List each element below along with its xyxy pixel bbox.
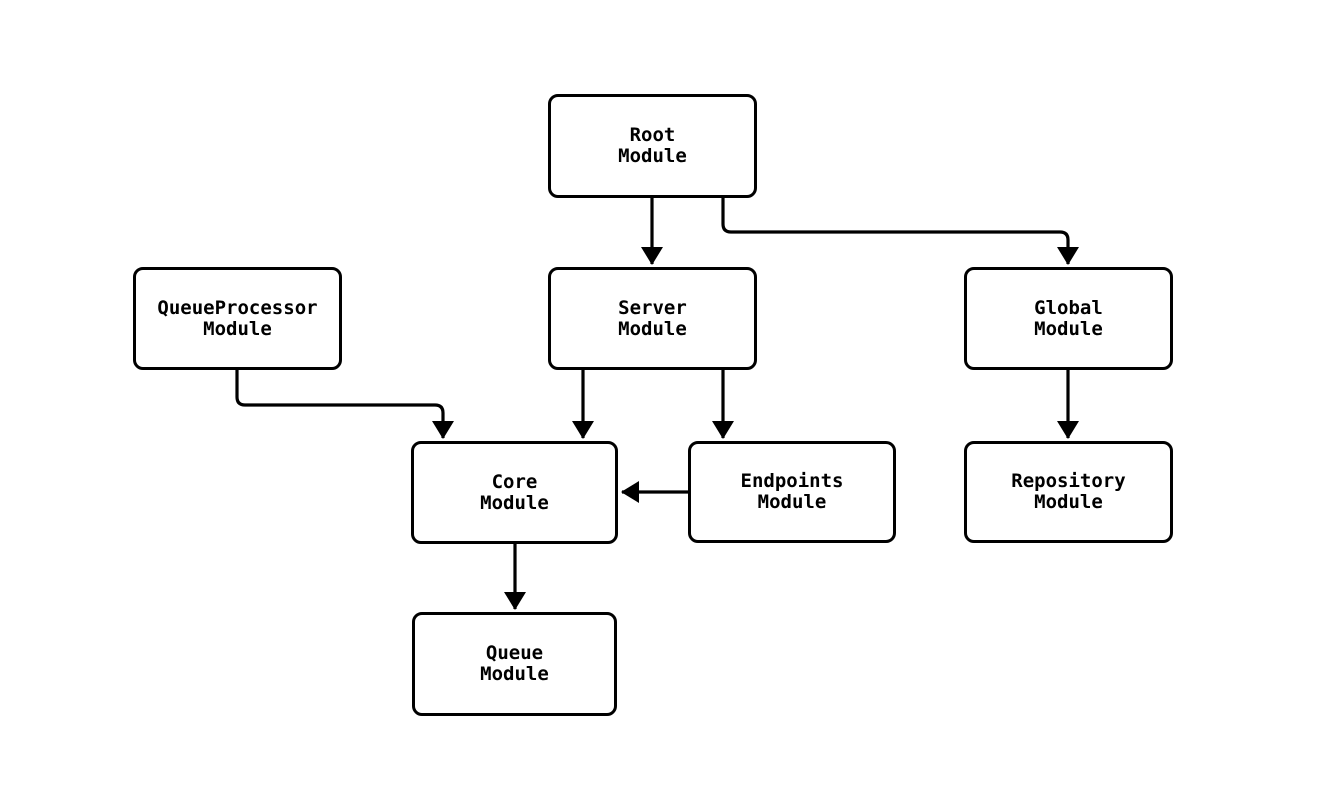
- node-server: Server Module: [548, 267, 757, 370]
- node-label-endpoints: Endpoints Module: [740, 470, 844, 513]
- edge-queueprocessor-core: [235, 370, 454, 439]
- node-label-global: Global Module: [1034, 296, 1103, 340]
- node-repository: Repository Module: [964, 441, 1173, 543]
- node-endpoints: Endpoints Module: [688, 441, 896, 543]
- node-label-core: Core Module: [480, 470, 549, 514]
- node-root: Root Module: [548, 94, 757, 198]
- node-core: Core Module: [411, 441, 618, 544]
- node-label-queueprocessor: QueueProcessor Module: [157, 296, 318, 340]
- node-label-server: Server Module: [618, 296, 687, 340]
- node-queue: Queue Module: [412, 612, 617, 716]
- node-label-repository: Repository Module: [1011, 470, 1126, 513]
- node-label-queue: Queue Module: [480, 642, 549, 685]
- node-global: Global Module: [964, 267, 1173, 370]
- node-queueprocessor: QueueProcessor Module: [133, 267, 342, 370]
- edge-root-global: [721, 198, 1079, 265]
- node-label-root: Root Module: [618, 124, 687, 167]
